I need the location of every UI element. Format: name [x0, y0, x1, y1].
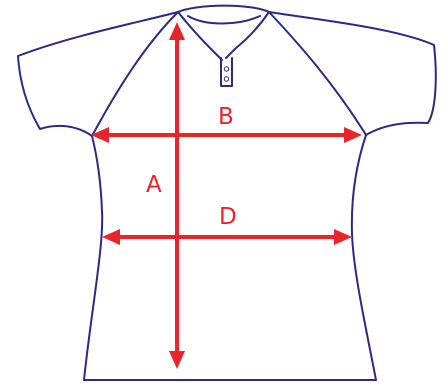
- collar-inner: [187, 15, 261, 25]
- shirt-body: [83, 134, 377, 381]
- label-b: B: [218, 104, 234, 130]
- arrowhead-up-icon: [169, 22, 185, 40]
- right-sleeve: [268, 11, 437, 136]
- button-icon: [223, 66, 230, 72]
- collar-band: [177, 11, 223, 61]
- label-d: D: [219, 204, 237, 230]
- arrowhead-left-icon: [91, 127, 109, 143]
- arrowhead-left-icon: [102, 229, 120, 245]
- left-sleeve: [17, 11, 179, 137]
- arrowhead-right-icon: [334, 229, 352, 245]
- placket: [220, 57, 233, 87]
- button-icon: [223, 76, 230, 82]
- collar-back: [177, 4, 270, 13]
- label-a: A: [146, 172, 162, 198]
- arrowhead-right-icon: [344, 127, 362, 143]
- collar-band-right: [225, 11, 270, 59]
- arrowhead-down-icon: [169, 351, 185, 369]
